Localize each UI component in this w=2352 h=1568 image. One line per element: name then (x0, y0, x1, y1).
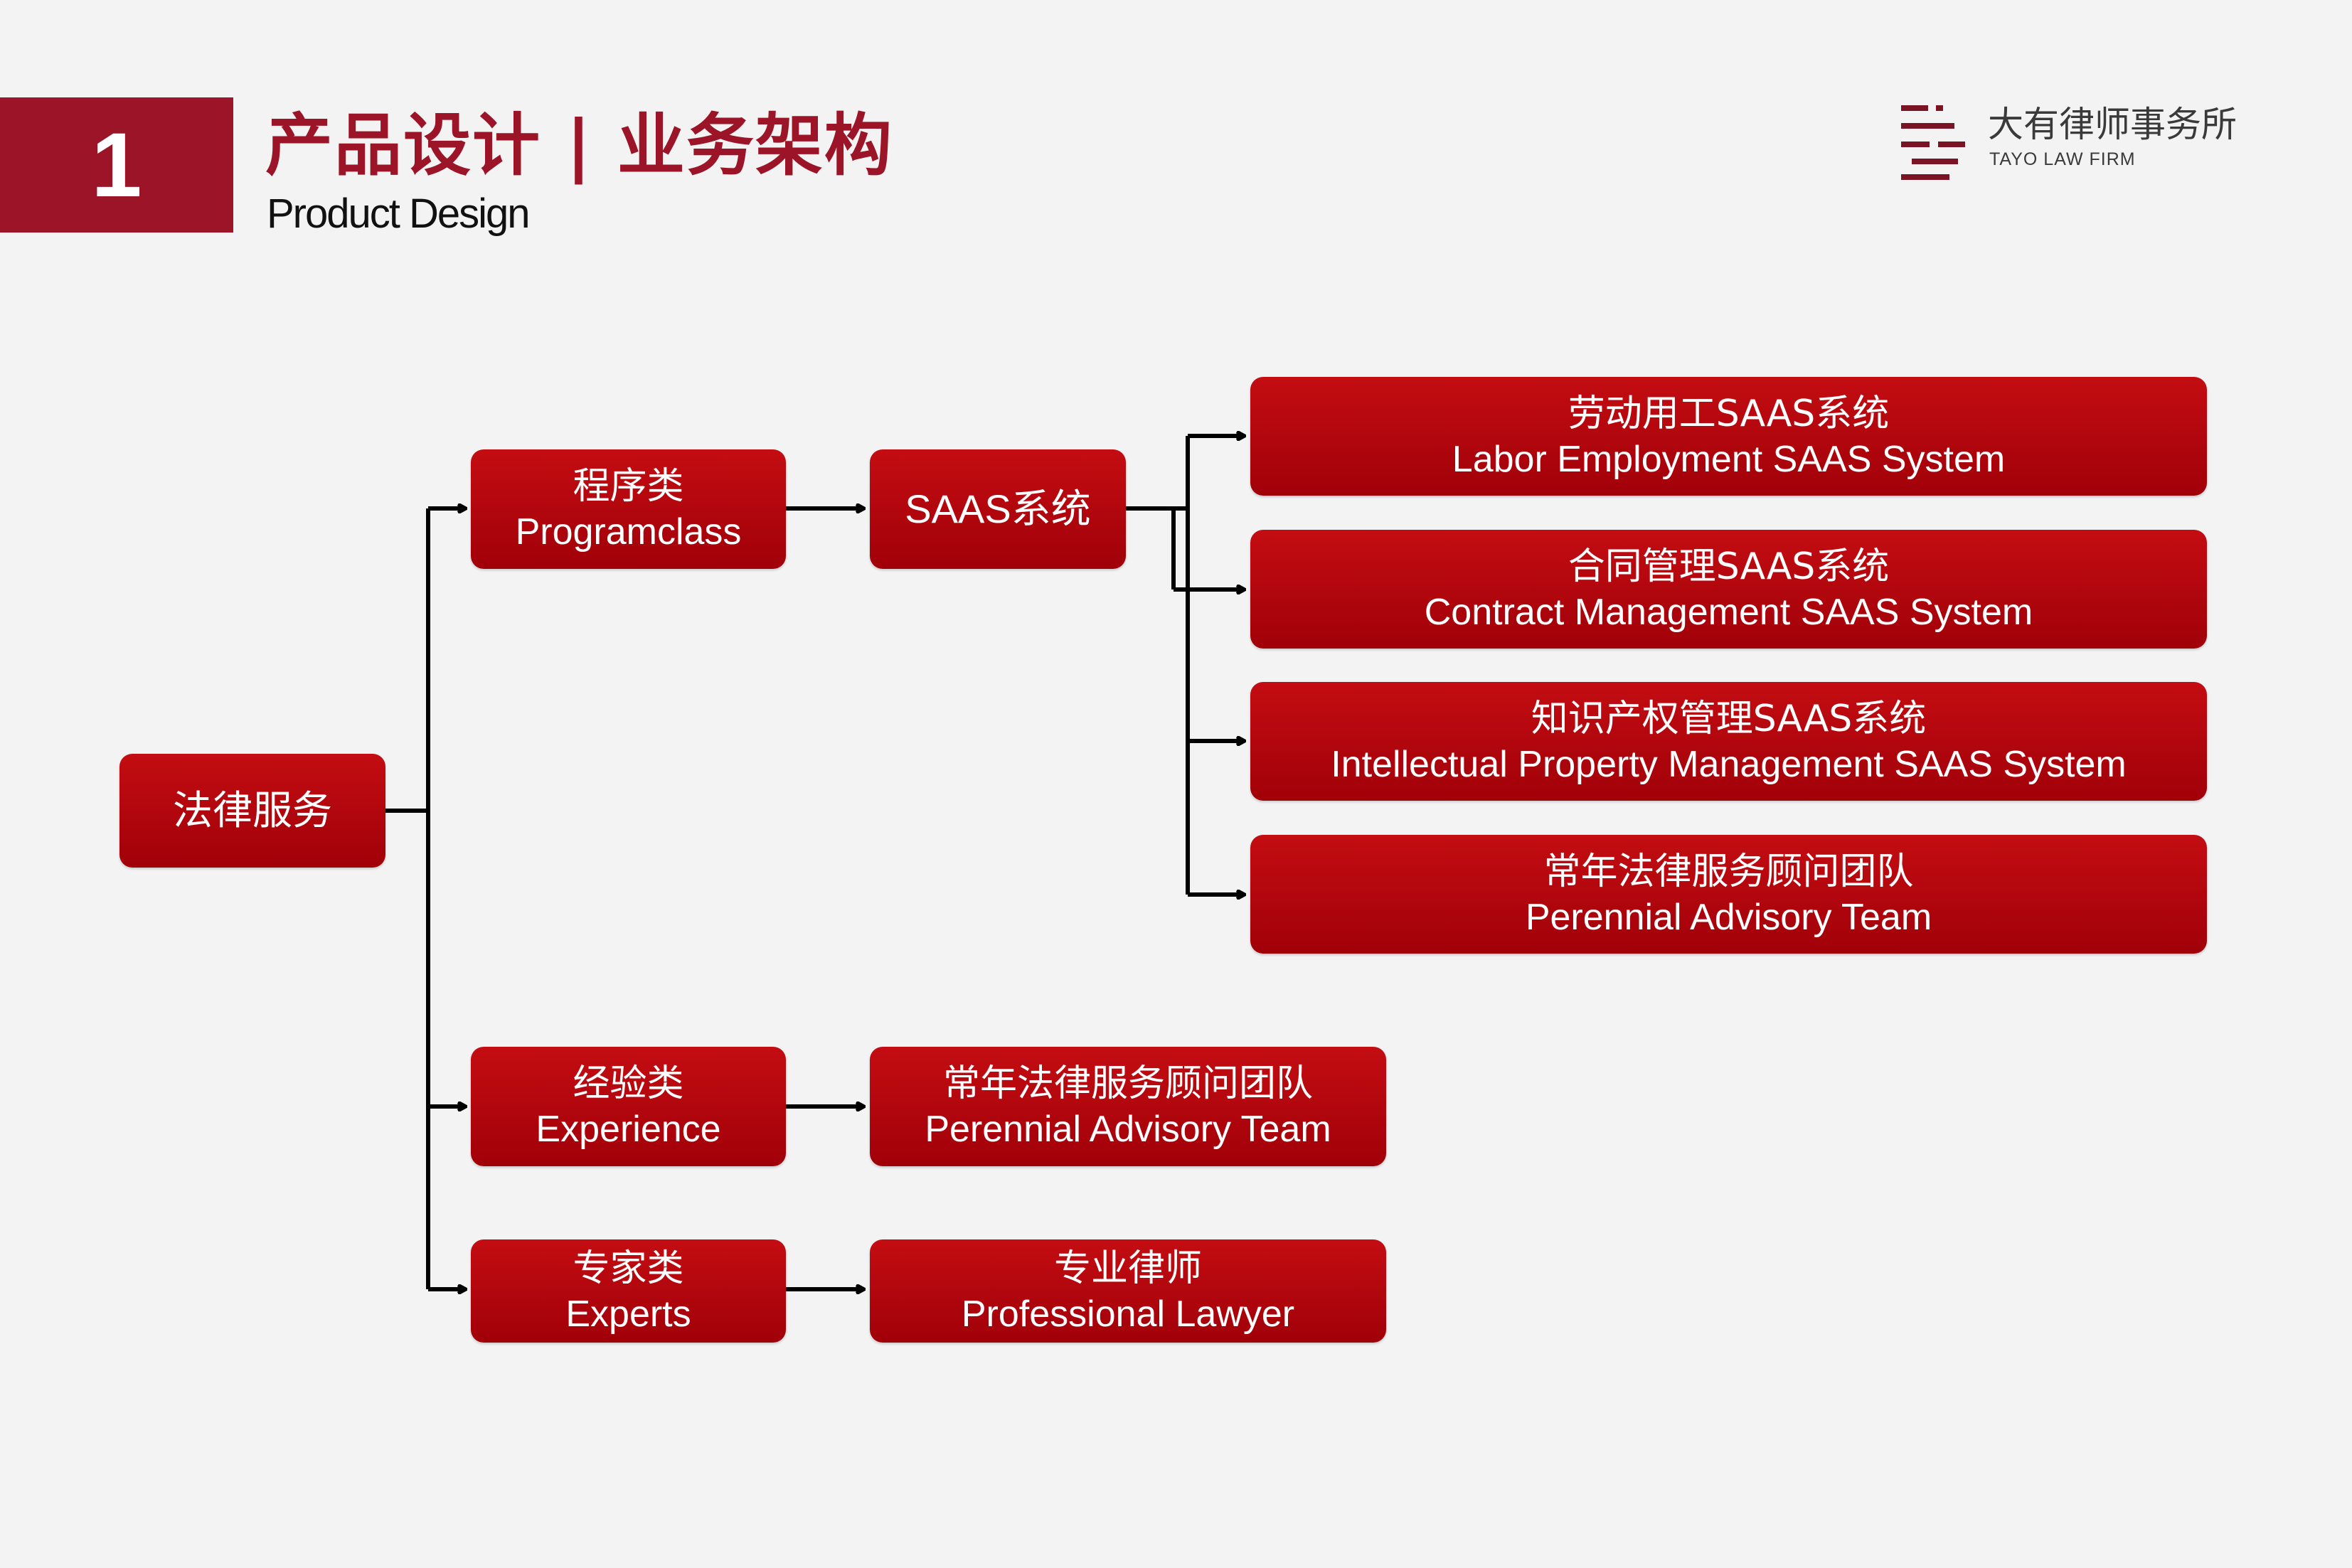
node-label-cn: 合同管理SAAS系统 (1568, 545, 1890, 588)
node-perennial-advisory-team: 常年法律服务顾问团队 Perennial Advisory Team (1250, 835, 2207, 954)
node-label-en: Programclass (515, 511, 742, 553)
node-label: SAAS系统 (905, 486, 1091, 531)
node-label-cn: 专业律师 (1053, 1247, 1202, 1290)
logo-name: 大有律师事务所 (1988, 104, 2237, 145)
node-professional-lawyer: 专业律师 Professional Lawyer (870, 1239, 1386, 1343)
node-label-en: Intellectual Property Management SAAS Sy… (1331, 743, 2127, 785)
node-label-en: Contract Management SAAS System (1424, 591, 2033, 633)
node-label-en: Perennial Advisory Team (1525, 896, 1932, 938)
node-experience-advisory-team: 常年法律服务顾问团队 Perennial Advisory Team (870, 1047, 1386, 1166)
section-number: 1 (0, 97, 233, 233)
node-label-en: Professional Lawyer (961, 1293, 1295, 1335)
node-labor-employment-saas: 劳动用工SAAS系统 Labor Employment SAAS System (1250, 377, 2207, 496)
node-legal-services: 法律服务 (119, 754, 385, 868)
node-label-cn: 常年法律服务顾问团队 (1543, 850, 1914, 893)
node-ip-management-saas: 知识产权管理SAAS系统 Intellectual Property Manag… (1250, 682, 2207, 801)
node-label-cn: 程序类 (573, 465, 684, 508)
node-contract-management-saas: 合同管理SAAS系统 Contract Management SAAS Syst… (1250, 530, 2207, 649)
node-label-cn: 专家类 (573, 1247, 684, 1290)
node-label-en: Labor Employment SAAS System (1452, 438, 2006, 480)
node-programclass: 程序类 Programclass (471, 449, 786, 569)
node-label-en: Experts (565, 1293, 691, 1335)
node-label-cn: 知识产权管理SAAS系统 (1531, 697, 1927, 740)
law-firm-logo-icon (1901, 105, 1965, 180)
node-experience: 经验类 Experience (471, 1047, 786, 1166)
node-label-cn: 常年法律服务顾问团队 (942, 1062, 1313, 1105)
logo-subtitle: TAYO LAW FIRM (1989, 149, 2136, 169)
page-title: 产品设计 | 业务架构 (265, 107, 893, 185)
node-experts: 专家类 Experts (471, 1239, 786, 1343)
node-label-en: Perennial Advisory Team (925, 1109, 1331, 1150)
node-label-cn: 经验类 (573, 1062, 684, 1105)
node-saas-system: SAAS系统 (870, 449, 1126, 569)
node-label-cn: 劳动用工SAAS系统 (1568, 392, 1890, 435)
node-label: 法律服务 (173, 788, 332, 833)
page-subtitle: Product Design (267, 191, 531, 237)
node-label-en: Experience (536, 1109, 721, 1150)
